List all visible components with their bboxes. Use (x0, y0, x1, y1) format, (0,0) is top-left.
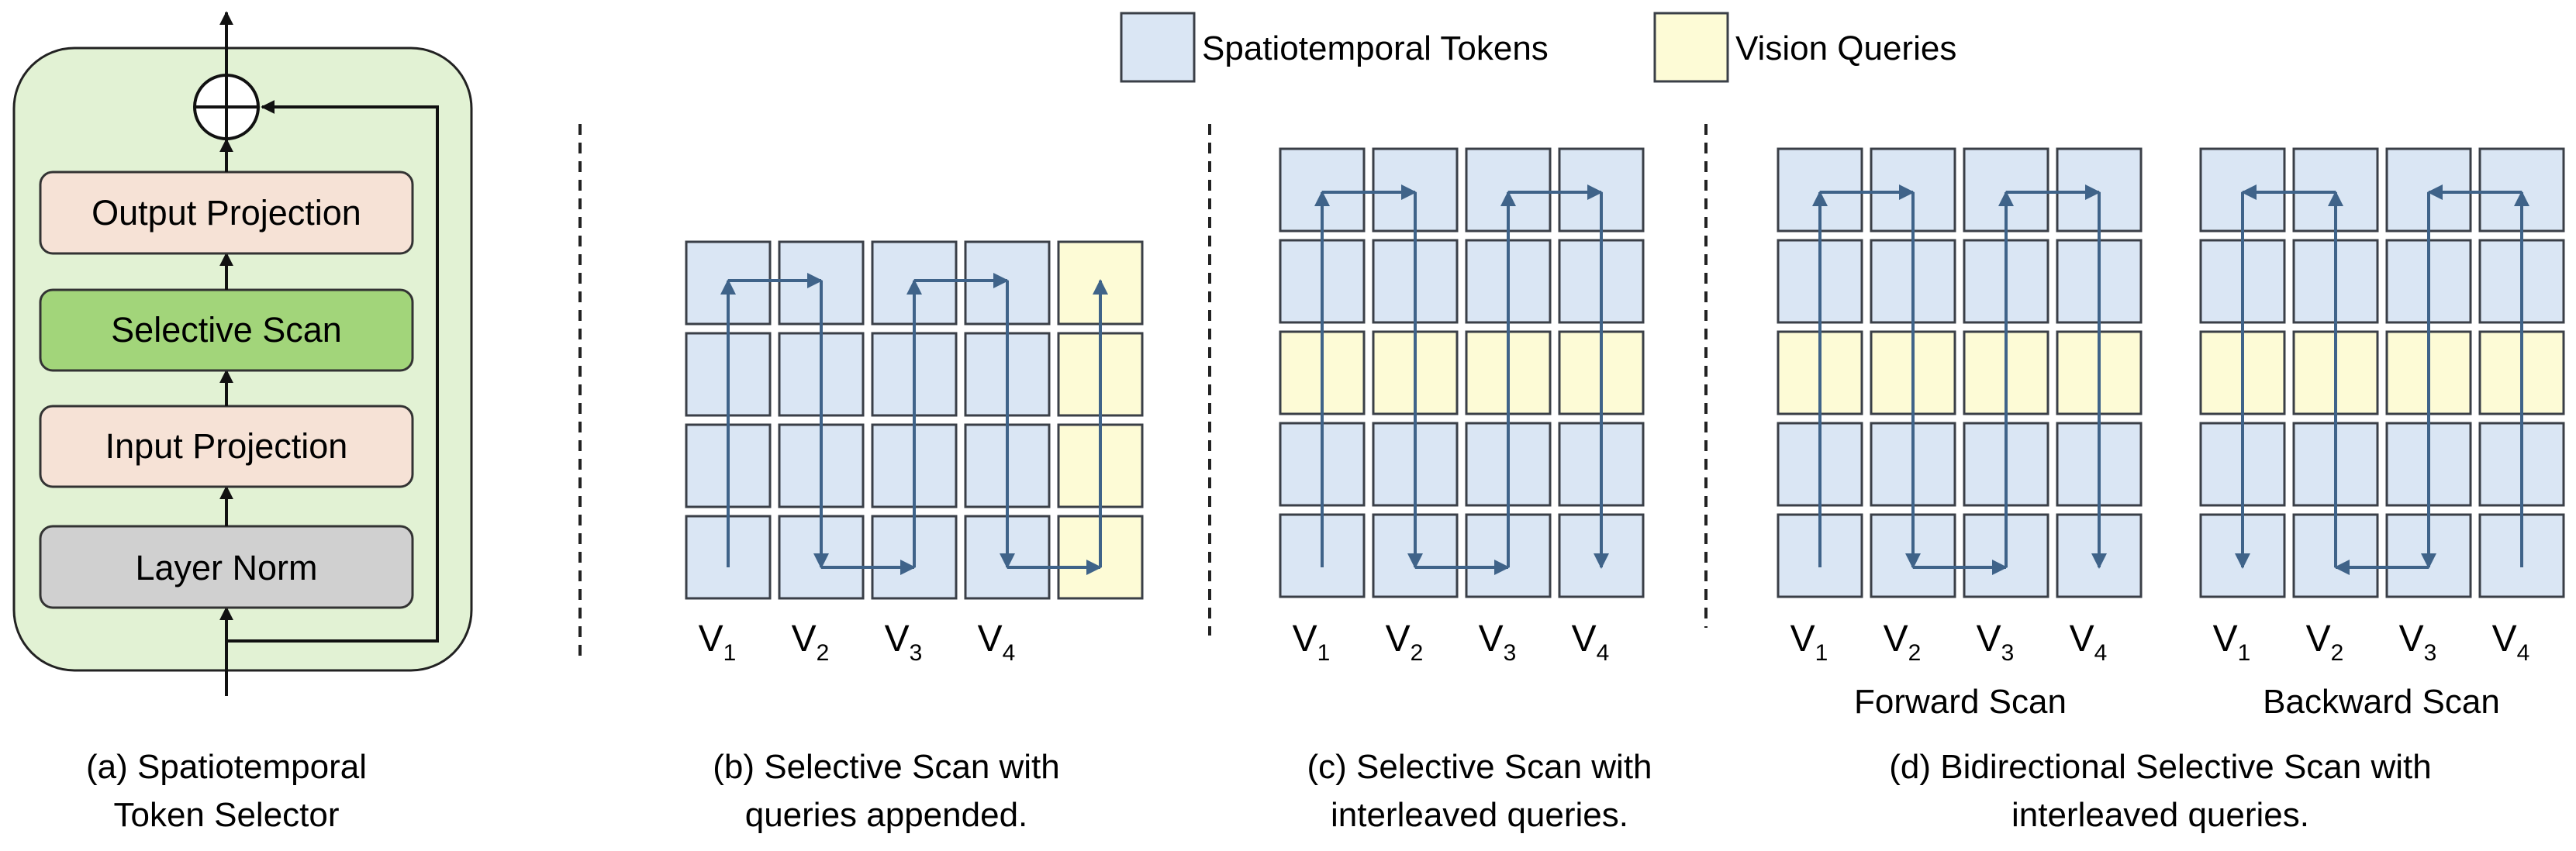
grid-backward-scan (2199, 147, 2565, 598)
backward-column-label-2: V2 (2306, 618, 2344, 666)
grid-interleaved (1279, 147, 1645, 598)
backward-scan-title: Backward Scan (2263, 683, 2500, 721)
backward-column-label-3: V3 (2399, 618, 2437, 666)
block-input-projection: Input Projection (39, 405, 414, 488)
caption-a: (a) Spatiotemporal Token Selector (86, 748, 367, 834)
caption-c-line-2: interleaved queries. (1331, 796, 1628, 834)
forward-column-label-3: V3 (1977, 618, 2015, 666)
selective-scan-label: Selective Scan (111, 310, 342, 350)
b-column-label-2: V2 (792, 618, 830, 666)
output-projection-label: Output Projection (92, 193, 361, 233)
backward-column-label-4: V4 (2492, 618, 2530, 666)
b-column-label-1: V1 (699, 618, 737, 666)
legend-token-label: Spatiotemporal Tokens (1202, 29, 1549, 67)
caption-a-line-2: Token Selector (113, 796, 339, 834)
add-circle-icon (193, 74, 260, 140)
input-projection-label: Input Projection (105, 426, 348, 466)
legend-token-swatch (1120, 12, 1196, 83)
caption-d: (d) Bidirectional Selective Scan with in… (1889, 748, 2431, 834)
c-column-label-1: V1 (1293, 618, 1331, 666)
legend-query-swatch (1653, 12, 1729, 83)
grid-queries-appended (685, 240, 1144, 600)
caption-b-line-2: queries appended. (745, 796, 1028, 834)
c-column-label-2: V2 (1386, 618, 1424, 666)
forward-column-label-1: V1 (1790, 618, 1828, 666)
token-cell (1465, 147, 1552, 233)
forward-column-label-2: V2 (1884, 618, 1922, 666)
column-labels: V1 V2 V3 V4 V1 V2 V3 V4 V1 V2 V3 V4 V1 V2 V3 V4 (699, 618, 2530, 666)
block-output-projection: Output Projection (39, 171, 414, 255)
c-column-label-4: V4 (1572, 618, 1610, 666)
caption-d-line-2: interleaved queries. (2011, 796, 2309, 834)
b-column-label-4: V4 (978, 618, 1016, 666)
backward-column-label-1: V1 (2213, 618, 2251, 666)
caption-c-line-1: (c) Selective Scan with (1307, 748, 1652, 786)
forward-scan-title: Forward Scan (1854, 683, 2067, 721)
block-selective-scan: Selective Scan (39, 288, 414, 372)
token-selector-diagram: Layer Norm Input Projection Selective Sc… (12, 11, 473, 696)
b-column-label-3: V3 (885, 618, 923, 666)
caption-d-line-1: (d) Bidirectional Selective Scan with (1889, 748, 2431, 786)
caption-c: (c) Selective Scan with interleaved quer… (1307, 748, 1652, 834)
legend: Spatiotemporal Tokens Vision Queries (1120, 12, 1956, 83)
legend-query-label: Vision Queries (1735, 29, 1956, 67)
forward-column-label-4: V4 (2070, 618, 2108, 666)
c-column-label-3: V3 (1479, 618, 1517, 666)
layer-norm-label: Layer Norm (135, 548, 317, 587)
caption-a-line-1: (a) Spatiotemporal (86, 748, 367, 786)
token-cell (1963, 147, 2049, 233)
caption-b: (b) Selective Scan with queries appended… (713, 748, 1060, 834)
residual-connection (226, 100, 439, 643)
caption-b-line-1: (b) Selective Scan with (713, 748, 1060, 786)
block-layer-norm: Layer Norm (39, 525, 414, 609)
grid-forward-scan (1777, 147, 2143, 598)
